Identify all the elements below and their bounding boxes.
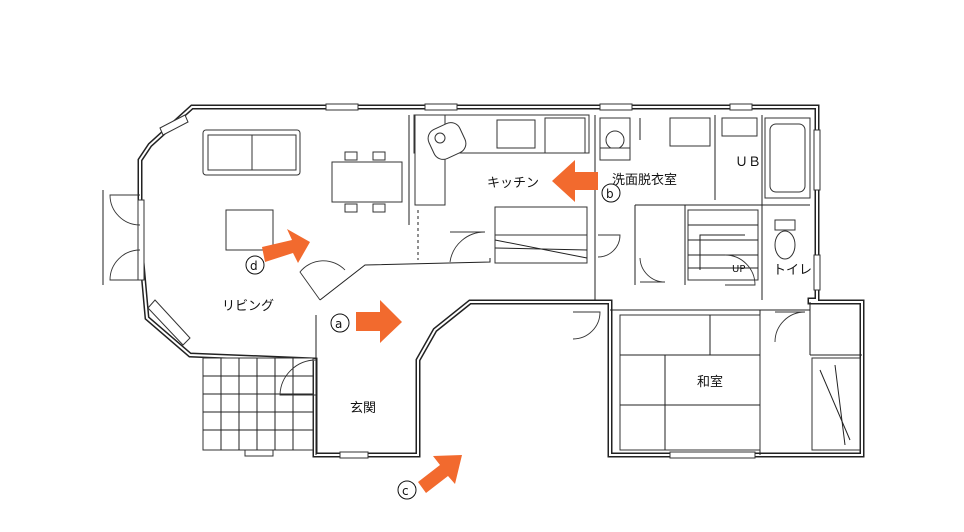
stairs — [687, 209, 759, 281]
living-furniture — [202, 129, 403, 251]
label-stairs-up: UP — [732, 264, 745, 275]
marker-c-letter: c — [402, 484, 409, 498]
label-toilet: トイレ — [773, 263, 812, 278]
bath-fixtures — [721, 117, 811, 199]
windows — [137, 103, 821, 459]
washroom-fixtures — [599, 117, 711, 161]
label-entrance: 玄関 — [350, 401, 376, 416]
japanese-room-tatami — [619, 314, 861, 451]
door-swings — [299, 231, 806, 343]
arrow-c — [418, 455, 462, 493]
marker-c-circle — [397, 480, 417, 500]
label-living: リビング — [222, 299, 274, 314]
entrance-tiles — [202, 357, 317, 451]
label-kitchen: キッチン — [487, 176, 539, 191]
label-japanese-room: 和室 — [697, 374, 723, 390]
marker-a-letter: a — [335, 317, 342, 331]
arrow-d — [262, 229, 310, 263]
marker-b-letter: b — [606, 187, 614, 201]
room-labels: リビング キッチン 洗面脱衣室 ＵＢ トイレ UP 玄関 和室 — [222, 155, 812, 416]
marker-a-circle — [330, 313, 350, 333]
arrow-b — [552, 160, 598, 202]
marker-d-circle — [245, 255, 265, 275]
toilet-fixtures — [774, 219, 796, 260]
arrow-a — [356, 300, 402, 343]
kitchen-fixtures — [413, 114, 590, 264]
view-arrows — [262, 160, 598, 493]
label-washroom: 洗面脱衣室 — [612, 172, 677, 188]
marker-b-circle — [601, 183, 621, 203]
living-french-doors — [102, 190, 141, 285]
marker-d-letter: d — [250, 259, 258, 273]
label-bath: ＵＢ — [735, 155, 761, 170]
view-markers: a b c d — [245, 183, 621, 500]
